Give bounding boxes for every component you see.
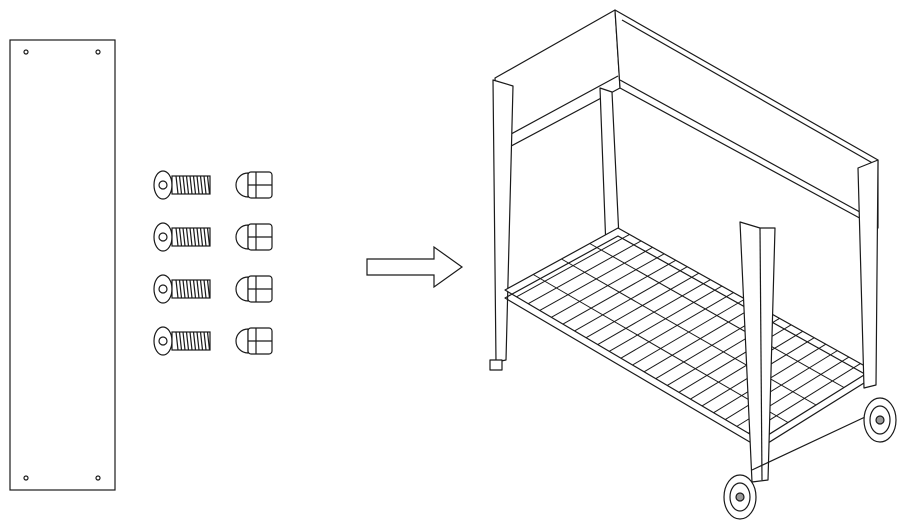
bolt-icon [153, 170, 211, 200]
shelf-wire [589, 243, 845, 388]
bolt-icon [153, 222, 211, 252]
hardware-group [153, 170, 273, 356]
assembled-cart-icon [489, 9, 897, 520]
cap-nut-icon [235, 223, 273, 251]
side-panel-icon [9, 39, 116, 491]
shelf-wire [561, 258, 817, 406]
wheel-icon [723, 474, 757, 520]
wheel-icon [863, 397, 897, 443]
cap-nut-icon [235, 327, 273, 355]
bolt-icon [153, 274, 211, 304]
bolt-icon [153, 326, 211, 356]
shelf-wire [532, 274, 789, 423]
arrow-right-icon [366, 245, 464, 289]
cap-nut-icon [235, 171, 273, 199]
cap-nut-icon [235, 275, 273, 303]
